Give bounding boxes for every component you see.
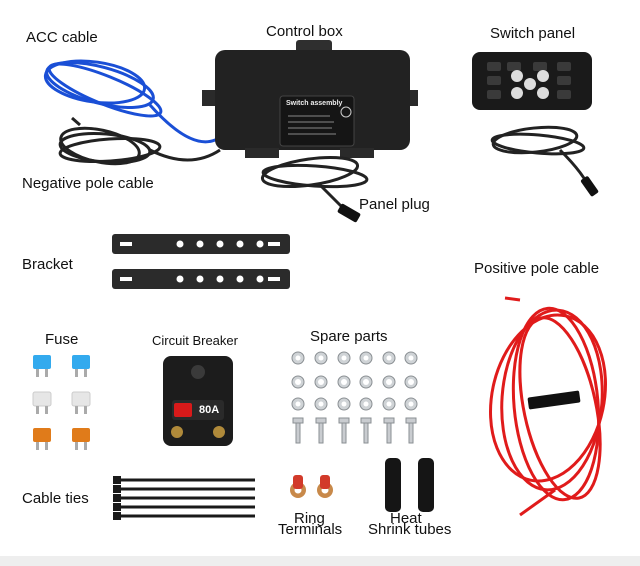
negative-pole-cable [58, 116, 221, 166]
switch-panel [472, 52, 592, 110]
spare-parts [291, 351, 418, 444]
label-acc-cable: ACC cable [26, 29, 98, 46]
label-negative-pole-cable: Negative pole cable [22, 175, 154, 192]
label-control-box: Control box [266, 23, 343, 40]
label-ring-line2: Terminals [278, 521, 343, 538]
ring-terminals [290, 475, 333, 498]
label-bracket: Bracket [22, 256, 73, 273]
label-ring-line1: Ring [294, 510, 325, 527]
control-box-title: Switch assembly [286, 100, 343, 107]
breaker-rating: 80A [199, 404, 220, 416]
heat-shrink-tubes [385, 458, 434, 512]
label-heat-line1: Heat [390, 510, 422, 527]
positive-pole-cable [489, 296, 607, 517]
switch-panel-plug [580, 176, 599, 197]
label-spare-parts: Spare parts [310, 328, 388, 345]
control-box [202, 40, 418, 158]
label-fuse: Fuse [45, 331, 79, 348]
label-positive-pole-cable: Positive pole cable [474, 260, 600, 277]
cable-ties [120, 478, 255, 518]
label-switch-panel: Switch panel [490, 25, 576, 42]
cable-strap [527, 390, 581, 410]
label-heat-line2: Shrink tubes [368, 521, 452, 538]
circuit-breaker [163, 356, 233, 446]
label-panel-plug: Panel plug [359, 196, 430, 213]
label-cable-ties: Cable ties [22, 490, 89, 507]
acc-cable [43, 59, 251, 144]
label-circuit-breaker: Circuit Breaker [152, 333, 238, 348]
bracket-pair [112, 234, 290, 289]
fuse-set [32, 355, 91, 450]
switch-panel-cable [490, 125, 592, 191]
panel-plug-connector [337, 203, 361, 223]
bottom-band [0, 556, 640, 566]
panel-plug-cable [260, 155, 369, 217]
